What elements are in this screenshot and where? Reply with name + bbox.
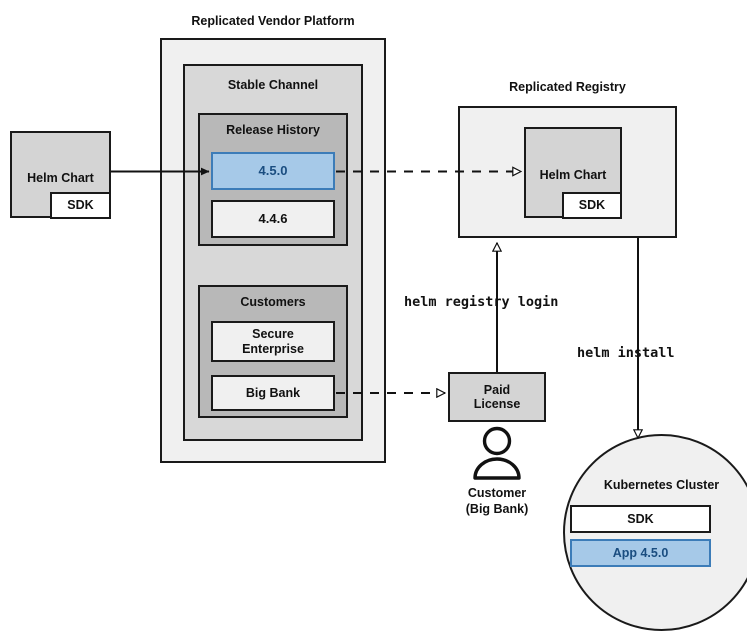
release-history-header: Release History — [226, 123, 320, 137]
release-item-4-4-6[interactable]: 4.4.6 — [211, 200, 335, 238]
source-sdk-label: SDK — [67, 198, 94, 213]
customers-header: Customers — [240, 295, 306, 309]
cluster-component-sdk-label: SDK — [627, 511, 654, 526]
platform-title: Replicated Vendor Platform — [191, 14, 355, 28]
stable-channel-header: Stable Channel — [227, 78, 319, 92]
source-sdk-box[interactable]: SDK — [50, 192, 111, 219]
customer-item-secure-enterprise[interactable]: Secure Enterprise — [211, 321, 335, 362]
customer-item-big-bank[interactable]: Big Bank — [211, 375, 335, 411]
paid-license-label: Paid License — [473, 382, 521, 411]
registry-title: Replicated Registry — [509, 80, 626, 94]
cluster-component-sdk[interactable]: SDK — [570, 505, 711, 533]
release-item-4-5-0-label: 4.5.0 — [258, 162, 288, 178]
cluster-component-app[interactable]: App 4.5.0 — [570, 539, 711, 567]
release-item-4-4-6-label: 4.4.6 — [258, 210, 288, 226]
paid-license-box[interactable]: Paid License — [448, 372, 546, 422]
customer-item-big-bank-label: Big Bank — [245, 385, 301, 400]
person-icon — [473, 426, 521, 480]
helm-install-label: helm install — [577, 345, 675, 361]
cluster-component-app-label: App 4.5.0 — [612, 545, 669, 560]
release-item-4-5-0[interactable]: 4.5.0 — [211, 152, 335, 190]
registry-helm-chart-label: Helm Chart — [539, 168, 607, 182]
helm-registry-login-label: helm registry login — [404, 294, 559, 310]
customer-item-secure-enterprise-label: Secure Enterprise — [242, 327, 304, 356]
customer-label-line1: Customer — [467, 486, 527, 500]
registry-sdk-label: SDK — [578, 198, 606, 213]
kubernetes-cluster-header: Kubernetes Cluster — [603, 478, 720, 492]
customer-label-line2: (Big Bank) — [465, 502, 529, 516]
source-helm-chart-label: Helm Chart — [27, 171, 94, 185]
registry-sdk-box[interactable]: SDK — [562, 192, 622, 219]
